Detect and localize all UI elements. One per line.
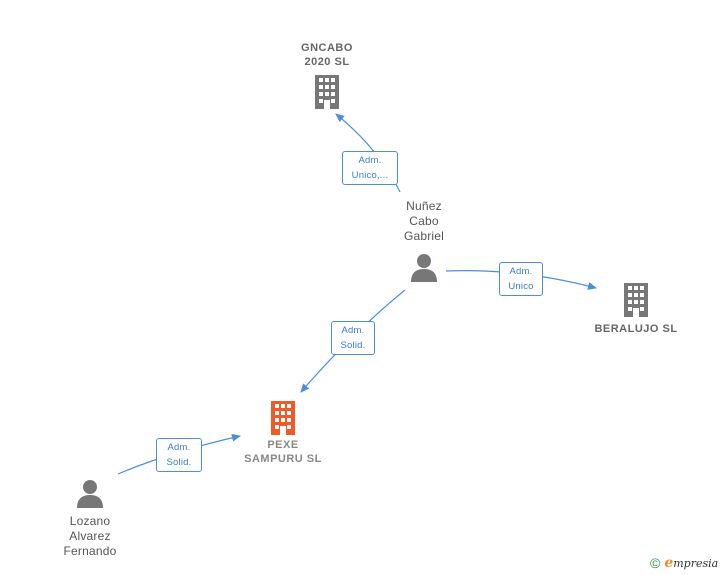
building-icon bbox=[315, 75, 339, 109]
building-icon bbox=[624, 283, 648, 317]
person-icon bbox=[77, 480, 103, 508]
footer-brand: © empresia bbox=[650, 555, 718, 571]
node-lozano[interactable]: Lozano Alvarez Fernando bbox=[50, 478, 130, 559]
building-icon bbox=[271, 401, 295, 435]
node-nunez[interactable]: Nuñez Cabo Gabriel bbox=[388, 199, 460, 282]
person-icon bbox=[411, 254, 437, 282]
node-nunez-label: Nuñez Cabo Gabriel bbox=[403, 199, 445, 243]
edge-label-nunez-pexe[interactable]: Adm. Solid. bbox=[331, 321, 375, 355]
node-beralujo[interactable]: BERALUJO SL bbox=[586, 283, 686, 336]
brand-initial: e bbox=[664, 555, 674, 571]
node-gncabo-label: GNCABO 2020 SL bbox=[301, 42, 353, 68]
brand-logo[interactable]: empresia bbox=[664, 555, 718, 571]
node-gncabo[interactable]: GNCABO 2020 SL bbox=[287, 41, 367, 109]
edge-label-nunez-beralujo[interactable]: Adm. Unico bbox=[499, 262, 543, 296]
node-pexe[interactable]: PEXE SAMPURU SL bbox=[233, 401, 333, 466]
node-pexe-label: PEXE SAMPURU SL bbox=[244, 439, 322, 465]
brand-text: mpresia bbox=[673, 557, 719, 570]
edge-label-nunez-gncabo[interactable]: Adm. Unico,... bbox=[342, 151, 398, 185]
copyright-icon: © bbox=[650, 555, 661, 571]
edge-label-lozano-pexe[interactable]: Adm. Solid. bbox=[156, 438, 202, 472]
node-lozano-label: Lozano Alvarez Fernando bbox=[63, 514, 117, 558]
node-beralujo-label: BERALUJO SL bbox=[594, 323, 678, 335]
